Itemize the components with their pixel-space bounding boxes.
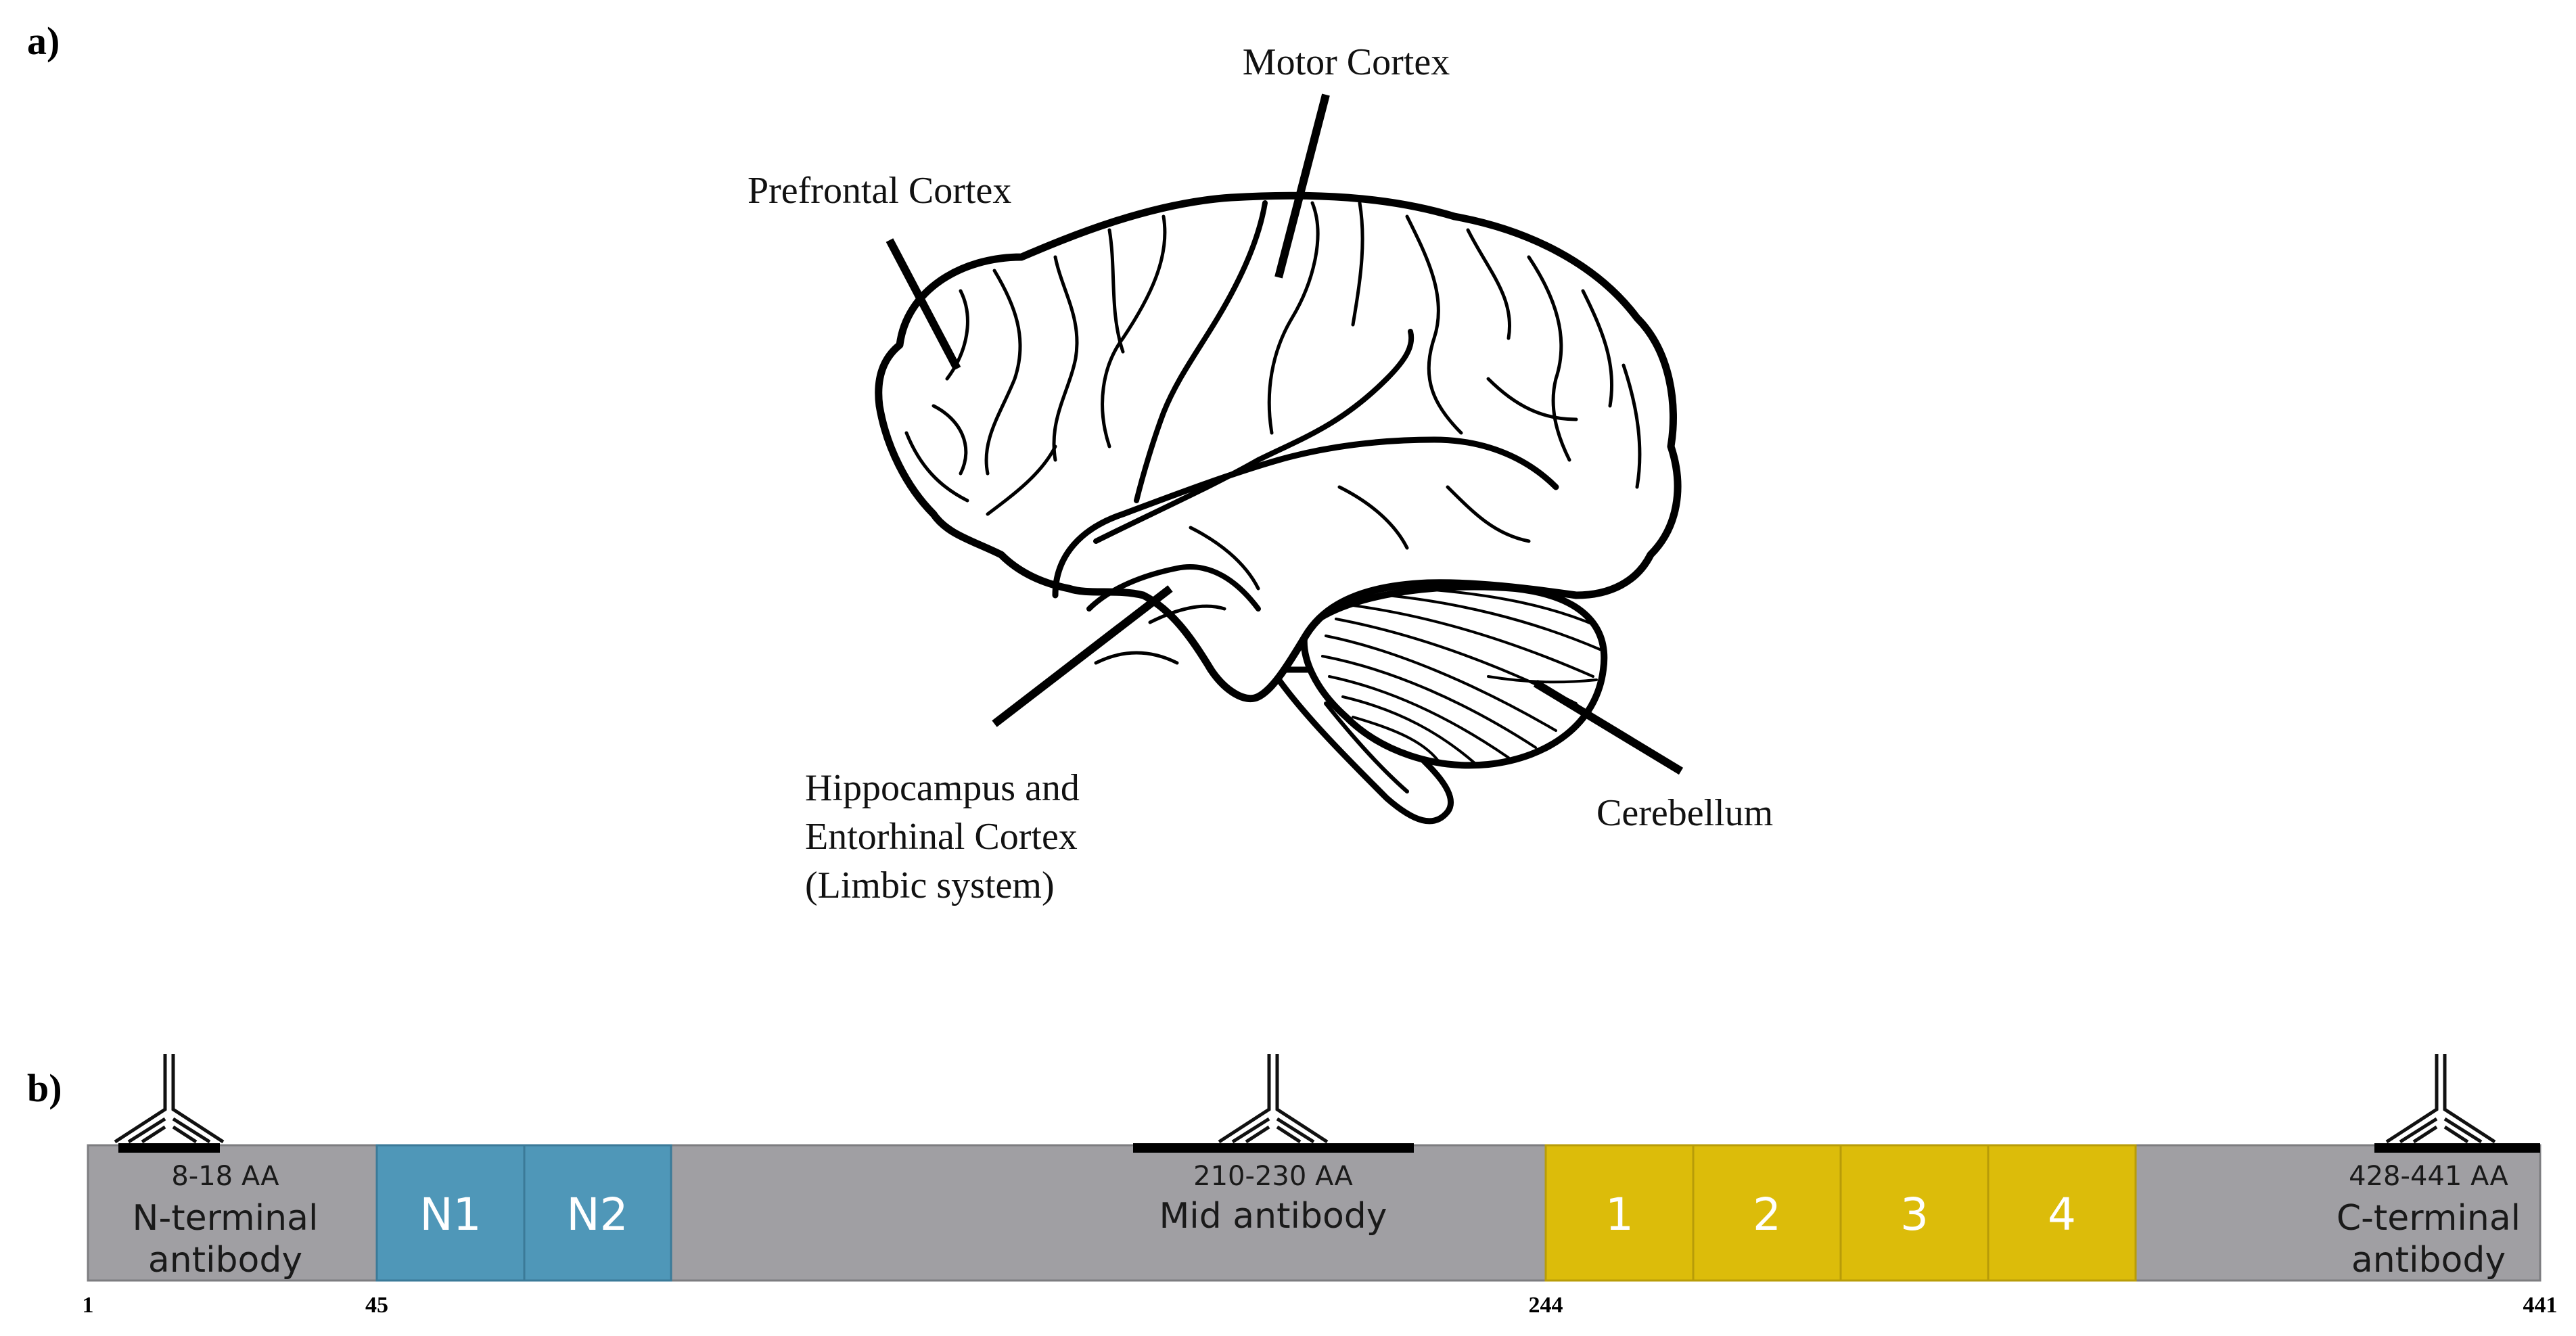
hippocampal-gyrus: [1086, 564, 1261, 612]
repeat-4-label: 4: [2048, 1189, 2076, 1241]
repeat-2: [1692, 1144, 1842, 1282]
repeat-4: [1987, 1144, 2137, 1282]
lateral-fissure: [1093, 329, 1414, 544]
repeat-3-label: 3: [1900, 1189, 1929, 1241]
panel-b-label: b): [27, 1066, 62, 1110]
label-prefrontal-cortex: Prefrontal Cortex: [748, 170, 1011, 212]
cerebrum-outline: [875, 191, 1682, 703]
label-cerebellum: Cerebellum: [1596, 792, 1773, 834]
insert-n1: [375, 1144, 526, 1282]
position-244: 244: [1529, 1293, 1563, 1318]
repeat-1: [1544, 1144, 1695, 1282]
leader-cerebellum: [1533, 679, 1684, 775]
position-1: 1: [83, 1293, 94, 1318]
antibody-icon-mid: [1218, 1054, 1329, 1144]
c-terminal-name-line1: C-terminal: [2337, 1198, 2521, 1239]
position-45: 45: [365, 1293, 388, 1318]
c-terminal-range: 428-441 AA: [2349, 1161, 2508, 1192]
n-terminal-range: 8-18 AA: [171, 1161, 279, 1192]
repeat-1-label: 1: [1605, 1189, 1634, 1241]
antibody-icon-c-terminal: [2385, 1054, 2496, 1144]
repeat-3: [1839, 1144, 1990, 1282]
label-hippocampus-line2: Entorhinal Cortex: [805, 816, 1078, 858]
label-hippocampus-line3: (Limbic system): [805, 865, 1055, 906]
leader-prefrontal: [886, 238, 961, 371]
mid-name: Mid antibody: [1159, 1196, 1387, 1237]
panel-a-label: a): [27, 19, 60, 63]
leader-lines: [886, 93, 1684, 775]
mid-range: 210-230 AA: [1193, 1161, 1353, 1192]
insert-n2-label: N2: [566, 1189, 628, 1241]
label-hippocampus-line1: Hippocampus and: [805, 767, 1080, 809]
tau-protein-bar: N1 N2 1 2 3 4: [87, 1144, 2542, 1282]
position-441: 441: [2523, 1293, 2558, 1318]
leader-hippocampus: [992, 585, 1173, 727]
antibody-icon-n-terminal: [114, 1054, 225, 1144]
antibody-icons: [114, 1054, 2496, 1144]
gyri-detail: [904, 201, 1642, 665]
c-terminal-name-line2: antibody: [2351, 1240, 2506, 1281]
central-sulcus: [1134, 200, 1268, 503]
insert-n1-label: N1: [419, 1189, 481, 1241]
n-terminal-name-line1: N-terminal: [133, 1198, 319, 1239]
label-motor-cortex: Motor Cortex: [1243, 41, 1450, 83]
cerebellum-folia: [1321, 589, 1601, 766]
temporal-lobe: [1052, 436, 1559, 599]
brain-illustration: [875, 191, 1682, 825]
repeat-2-label: 2: [1753, 1189, 1781, 1241]
n-terminal-name-line2: antibody: [148, 1240, 302, 1281]
leader-motor: [1274, 93, 1330, 279]
insert-n2: [523, 1144, 672, 1282]
